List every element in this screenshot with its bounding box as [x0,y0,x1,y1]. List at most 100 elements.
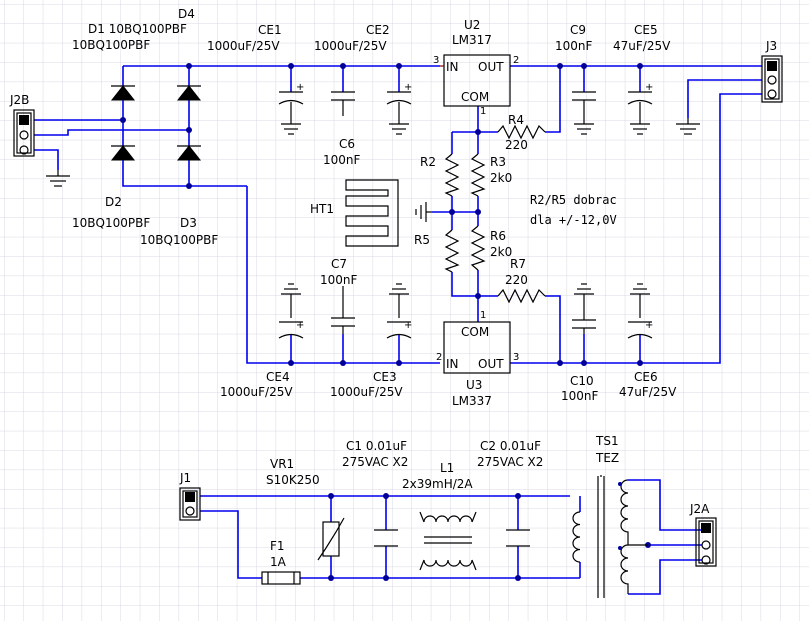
capacitor-c7 [331,286,355,334]
label-l1: L1 [440,461,454,475]
label-ce5: CE5 [634,23,658,37]
label-c6-val: 100nF [323,153,361,167]
label-c10: C10 [570,374,594,388]
label-c7-val: 100nF [320,273,358,287]
fuse-f1 [261,571,301,585]
capacitor-ce4 [278,302,304,339]
label-r4: R4 [508,113,524,127]
note-line-2: dla +/-12,0V [530,213,617,227]
label-ce1: CE1 [258,23,282,37]
resistor-r6 [470,225,486,271]
label-ce6-val: 47uF/25V [619,385,677,399]
label-u3: U3 [466,378,482,392]
diode-d4 [176,85,202,101]
capacitor-c1 [374,529,398,547]
capacitor-c2 [506,529,530,547]
label-l1-val: 2x39mH/2A [402,477,473,491]
label-ce2-val: 1000uF/25V [314,39,387,53]
capacitor-c10 [572,302,596,334]
label-ce3: CE3 [373,370,397,384]
junction-nodes [120,63,651,581]
regulator-u2 [440,54,511,107]
resistor-r2 [444,153,460,197]
label-r7-val: 220 [505,273,528,287]
diode-d1 [110,85,136,101]
label-d4-part: 10BQ100PBF [72,38,150,52]
label-f1: F1 [270,539,285,553]
label-ce5-val: 47uF/25V [613,39,671,53]
label-u3-com: COM [461,325,489,339]
label-r2: R2 [420,155,436,169]
label-c6: C6 [339,137,355,151]
label-vr1: VR1 [270,457,294,471]
svg-text:+: + [645,320,653,331]
capacitor-ce3 [386,302,412,339]
label-u3-pin1: 1 [480,310,486,321]
label-d4: D4 [178,7,195,21]
transformer-ts1 [572,475,648,598]
connector-j1 [179,487,201,521]
label-c7: C7 [331,257,347,271]
label-r4-val: 220 [505,138,528,152]
label-j2b: J2B [9,93,29,107]
ground-symbols [46,116,700,302]
label-c9-val: 100nF [555,39,593,53]
connector-j2b [13,109,35,157]
svg-text:+: + [645,82,653,93]
label-u3-in: IN [446,357,459,371]
label-u2-pin2: 2 [513,55,519,66]
label-ce4: CE4 [266,370,290,384]
label-j1: J1 [179,471,191,485]
resistor-r3 [470,153,486,197]
diode-d2 [110,145,136,161]
varistor-vr1 [317,517,345,561]
label-r6: R6 [490,229,506,243]
diode-d3 [176,145,202,161]
connector-j2a [695,517,717,567]
component-labels: D1 10BQ100PBF D4 10BQ100PBF J2B D2 10BQ1… [9,7,777,569]
label-ht1: HT1 [310,202,334,216]
label-ts1-part: TEZ [595,451,619,465]
note-line-1: R2/R5 dobrac [530,193,617,207]
label-ce3-val: 1000uF/25V [330,385,403,399]
label-u3-part: LM337 [452,394,492,408]
svg-text:+: + [296,82,304,93]
label-u2-part: LM317 [452,33,492,47]
label-d3-part: 10BQ100PBF [140,233,218,247]
label-u2: U2 [464,18,480,32]
label-u2-com: COM [461,90,489,104]
label-d2-part: 10BQ100PBF [72,216,150,230]
label-vr1-part: S10K250 [266,473,320,487]
label-c2: C2 0.01uF [480,439,541,453]
capacitor-c9 [572,91,596,116]
label-c1: C1 0.01uF [346,439,407,453]
svg-text:+: + [296,320,304,331]
label-d1: D1 10BQ100PBF [88,22,187,36]
capacitor-ce2 [386,91,412,116]
label-f1-val: 1A [270,555,287,569]
capacitor-ce6 [627,302,653,339]
label-c2-val: 275VAC X2 [477,455,543,469]
label-ts1: TS1 [595,434,619,448]
inductor-l1 [419,511,477,571]
label-d2: D2 [105,195,122,209]
resistor-r4 [497,124,546,140]
label-u2-in: IN [446,60,459,74]
resistor-r5 [444,229,460,273]
label-u2-pin3: 3 [433,55,439,66]
resistor-r7 [497,288,546,304]
label-ce6: CE6 [634,370,658,384]
label-j3: J3 [765,39,777,53]
svg-text:+: + [404,82,412,93]
heatsink-ht1 [345,179,399,247]
label-j2a: J2A [689,502,710,516]
label-r7: R7 [510,257,526,271]
label-u3-out: OUT [478,357,504,371]
label-r6-val: 2k0 [490,245,512,259]
label-c1-val: 275VAC X2 [342,455,408,469]
label-c9: C9 [570,23,586,37]
label-ce4-val: 1000uF/25V [220,385,293,399]
label-u2-out: OUT [478,60,504,74]
